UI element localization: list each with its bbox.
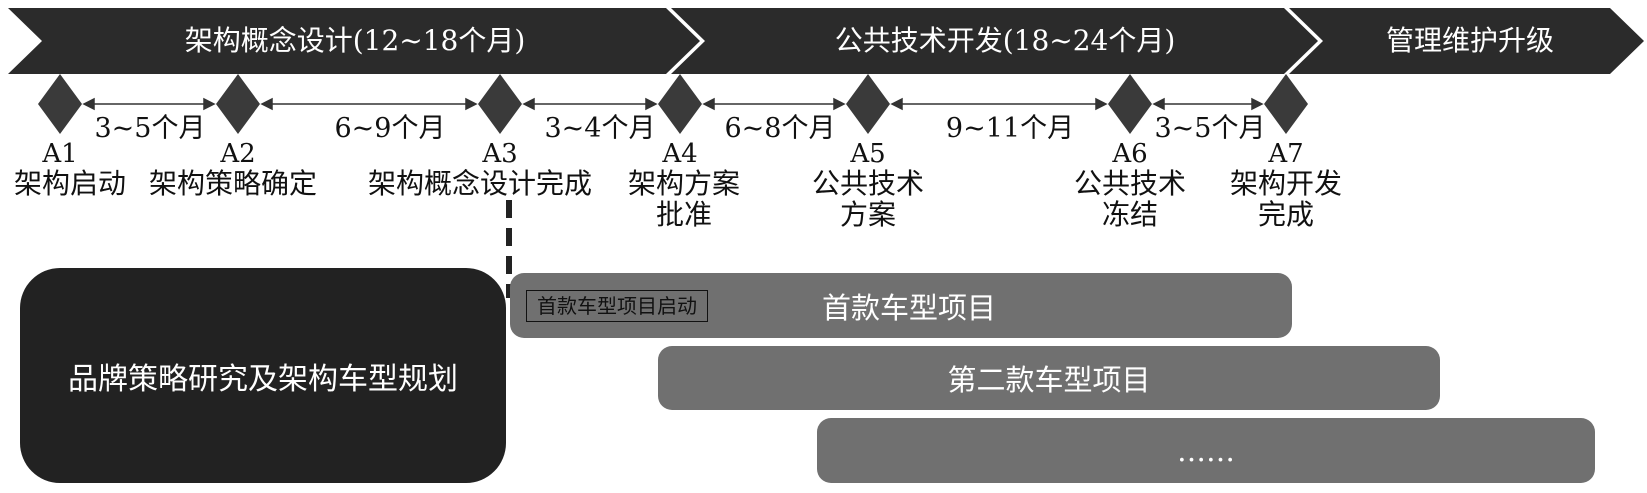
milestone-code-a3: A3	[482, 139, 518, 169]
interval-arrow-4	[702, 97, 846, 111]
interval-arrow-5	[890, 97, 1108, 111]
milestone-code-a4: A4	[662, 139, 698, 169]
phase-band-1	[8, 8, 700, 74]
milestone-name-a6: 公共技术 冻结	[1073, 167, 1186, 231]
interval-label-4: 6~8个月	[724, 113, 836, 144]
planning-label: 品牌策略研究及架构车型规划	[68, 361, 458, 397]
milestone-code-a5: A5	[850, 139, 886, 169]
first-project-launch-box: 首款车型项目启动	[526, 290, 708, 322]
interval-label-2: 6~9个月	[334, 113, 446, 144]
project-label-more: ……	[1177, 433, 1235, 468]
interval-label-6: 3~5个月	[1154, 113, 1266, 144]
planning-block: 品牌策略研究及架构车型规划	[20, 268, 506, 483]
milestone-diamond-a4	[658, 74, 702, 134]
milestone-diamond-a3	[478, 74, 522, 134]
interval-label-1: 3~5个月	[94, 113, 206, 144]
milestone-name-a2: 架构策略确定	[148, 167, 317, 200]
milestone-diamond-a1	[38, 74, 82, 134]
interval-label-5: 9~11个月	[945, 113, 1075, 144]
milestone-code-a2: A2	[220, 139, 256, 169]
interval-arrow-1	[82, 97, 216, 111]
milestone-code-a6: A6	[1112, 139, 1148, 169]
milestone-name-a3: 架构概念设计完成	[367, 167, 592, 200]
interval-label-3: 3~4个月	[544, 113, 656, 144]
phase-band-2	[671, 8, 1318, 74]
milestone-name-a4: 架构方案 批准	[627, 167, 740, 231]
milestone-diamond-a5	[846, 74, 890, 134]
phase-label-2: 公共技术开发(18~24个月)	[834, 24, 1176, 57]
milestone-name-a7: 架构开发 完成	[1229, 167, 1342, 231]
phase-band-3	[1289, 8, 1644, 74]
milestone-name-a1: 架构启动	[13, 167, 126, 200]
phase-label-3: 管理维护升级	[1385, 24, 1554, 57]
interval-arrow-6	[1152, 97, 1264, 111]
milestone-code-a1: A1	[42, 139, 78, 169]
interval-arrow-3	[522, 97, 658, 111]
interval-arrow-2	[260, 97, 478, 111]
milestone-diamond-a6	[1108, 74, 1152, 134]
project-bar-second: 第二款车型项目	[658, 346, 1440, 410]
milestone-name-a5: 公共技术 方案	[811, 167, 924, 231]
project-bar-more: ……	[817, 418, 1595, 483]
interval-arrows	[82, 97, 1264, 111]
project-label-second: 第二款车型项目	[947, 363, 1151, 397]
phase-label-1: 架构概念设计(12~18个月)	[184, 24, 526, 57]
milestone-diamonds	[38, 74, 1308, 134]
milestone-code-a7: A7	[1268, 139, 1304, 169]
project-label-first: 首款车型项目	[821, 290, 996, 325]
milestone-diamond-a7	[1264, 74, 1308, 134]
milestone-diamond-a2	[216, 74, 260, 134]
